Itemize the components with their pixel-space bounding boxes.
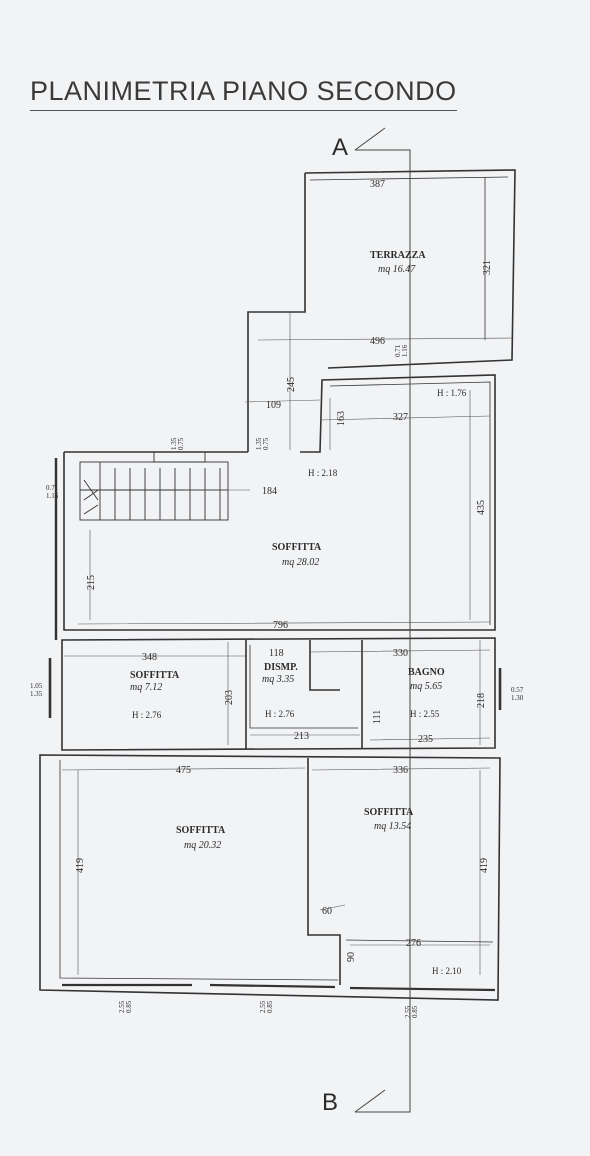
svg-text:H : 2.55: H : 2.55 (410, 709, 440, 719)
lower-rooms-walls (39, 754, 501, 1001)
svg-text:mq 20.32: mq 20.32 (184, 840, 221, 851)
svg-text:435: 435 (476, 500, 487, 515)
room-disimpegno: DISMP. mq 3.35 H : 2.76 (262, 662, 298, 719)
dimension-lines (61, 312, 513, 975)
room-terrazza: TERRAZZA mq 16.47 (370, 250, 426, 275)
svg-text:mq 13.54: mq 13.54 (374, 821, 411, 832)
svg-text:218: 218 (476, 693, 487, 708)
svg-text:DISMP.: DISMP. (264, 662, 298, 673)
svg-text:118: 118 (269, 648, 284, 659)
svg-text:mq 28.02: mq 28.02 (282, 557, 319, 568)
svg-text:163: 163 (336, 411, 347, 426)
svg-text:496: 496 (370, 336, 385, 347)
section-line (354, 127, 411, 1113)
svg-text:1.05: 1.05 (30, 682, 43, 690)
svg-text:336: 336 (393, 765, 408, 776)
svg-text:1.35: 1.35 (255, 437, 263, 450)
plan-title: PLANIMETRIA PIANO SECONDO (30, 74, 457, 111)
svg-text:475: 475 (176, 765, 191, 776)
svg-text:0.85: 0.85 (411, 1005, 419, 1018)
svg-text:330: 330 (393, 648, 408, 659)
svg-text:109: 109 (266, 400, 281, 411)
section-label-a: A (332, 134, 348, 161)
svg-text:mq 7.12: mq 7.12 (130, 682, 162, 693)
svg-text:0.71: 0.71 (46, 484, 59, 492)
svg-text:1.30: 1.30 (511, 694, 524, 702)
room-soffitta-upper: SOFFITTA mq 28.02 (272, 542, 322, 568)
svg-text:796: 796 (273, 620, 288, 631)
svg-text:2.55: 2.55 (404, 1005, 412, 1018)
svg-text:SOFFITTA: SOFFITTA (176, 825, 226, 836)
svg-text:419: 419 (75, 858, 86, 873)
svg-text:SOFFITTA: SOFFITTA (272, 542, 322, 553)
section-label-b: B (322, 1089, 338, 1116)
svg-text:215: 215 (86, 575, 97, 590)
svg-text:348: 348 (142, 652, 157, 663)
height-label: H : 2.10 (432, 966, 462, 976)
room-soffitta-right: SOFFITTA mq 13.54 (364, 807, 414, 832)
height-label: H : 2.18 (308, 468, 338, 478)
svg-text:H : 2.76: H : 2.76 (265, 709, 295, 719)
svg-text:203: 203 (224, 690, 235, 705)
room-soffitta-small: SOFFITTA mq 7.12 H : 2.76 (130, 670, 180, 720)
svg-text:2.55: 2.55 (259, 1000, 267, 1013)
svg-text:1.16: 1.16 (46, 492, 59, 500)
svg-text:235: 235 (418, 734, 433, 745)
svg-text:1.16: 1.16 (401, 344, 409, 357)
svg-text:0.75: 0.75 (262, 437, 270, 450)
svg-text:213: 213 (294, 731, 309, 742)
svg-text:1.35: 1.35 (170, 437, 178, 450)
svg-text:2.55: 2.55 (118, 1000, 126, 1013)
svg-text:mq 5.65: mq 5.65 (410, 681, 442, 692)
svg-text:TERRAZZA: TERRAZZA (370, 250, 426, 261)
room-soffitta-large: SOFFITTA mq 20.32 (176, 825, 226, 851)
svg-text:1.35: 1.35 (30, 690, 43, 698)
svg-text:90: 90 (346, 952, 357, 962)
svg-text:H : 2.76: H : 2.76 (132, 710, 162, 720)
staircase (79, 452, 229, 521)
opening-labels: 0.71 1.16 1.05 1.35 0.57 1.30 2.55 0.85 … (30, 344, 524, 1018)
svg-text:mq 16.47: mq 16.47 (378, 264, 416, 275)
svg-text:SOFFITTA: SOFFITTA (364, 807, 414, 818)
svg-text:184: 184 (262, 486, 277, 497)
svg-text:327: 327 (393, 412, 408, 423)
dimension-values: 387 321 496 245 109 163 327 184 435 215 … (75, 179, 493, 962)
svg-text:0.57: 0.57 (511, 686, 524, 694)
svg-text:0.85: 0.85 (266, 1000, 274, 1013)
svg-text:111: 111 (372, 710, 383, 724)
svg-text:321: 321 (482, 260, 493, 275)
svg-text:419: 419 (479, 858, 490, 873)
svg-text:387: 387 (370, 179, 385, 190)
height-label: H : 1.76 (437, 388, 467, 398)
upper-attic-walls (63, 374, 496, 631)
room-bagno: BAGNO mq 5.65 H : 2.55 (408, 667, 445, 719)
svg-text:0.75: 0.75 (177, 437, 185, 450)
svg-text:0.71: 0.71 (394, 344, 402, 357)
svg-text:276: 276 (406, 938, 421, 949)
svg-text:60: 60 (322, 906, 332, 917)
svg-text:mq 3.35: mq 3.35 (262, 674, 294, 685)
svg-text:0.85: 0.85 (125, 1000, 133, 1013)
svg-text:245: 245 (286, 377, 297, 392)
middle-rooms-walls (61, 637, 496, 751)
svg-text:SOFFITTA: SOFFITTA (130, 670, 180, 681)
terrace-walls (247, 169, 516, 452)
svg-text:BAGNO: BAGNO (408, 667, 445, 678)
